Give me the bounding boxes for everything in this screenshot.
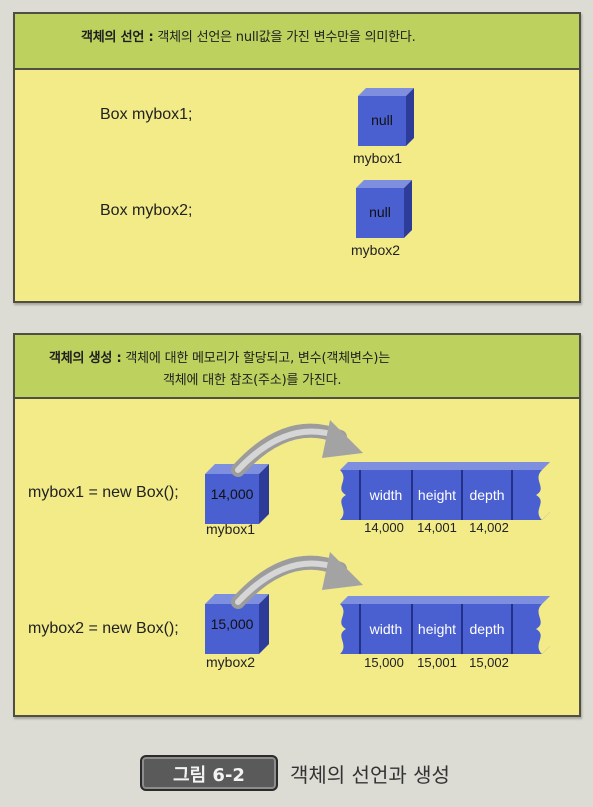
declaration-panel: 객체의 선언 : 객체의 선언은 null값을 가진 변수만을 의미한다. (13, 12, 581, 303)
creation-panel-header: 객체의 생성 : 객체에 대한 메모리가 할당되고, 변수(객체변수)는 객체에… (15, 335, 579, 399)
field-height: height (417, 621, 457, 637)
reference-arrow-1 (231, 420, 363, 477)
field-height: height (417, 487, 457, 503)
cube-value: 15,000 (210, 616, 254, 632)
creation-description-line1: 객체에 대한 메모리가 할당되고, 변수(객체변수)는 (121, 351, 390, 366)
code-line-declare-mybox1: Box mybox1; (100, 106, 193, 123)
cube-shape (205, 594, 269, 654)
declaration-panel-header: 객체의 선언 : 객체의 선언은 null값을 가진 변수만을 의미한다. (15, 14, 579, 70)
figure-label: 그림 6-2 (173, 765, 245, 786)
field-depth: depth (469, 487, 505, 503)
address-2-0: 15,000 (364, 655, 404, 670)
object-fields-1: width height depth (340, 462, 550, 520)
cube-value: 14,000 (210, 486, 254, 502)
declaration-description: 객체의 선언은 null값을 가진 변수만을 의미한다. (153, 30, 416, 45)
declaration-title: 객체의 선언 : (81, 30, 154, 45)
declaration-header-text: 객체의 선언 : 객체의 선언은 null값을 가진 변수만을 의미한다. (81, 26, 416, 45)
variable-cube-mybox2: null (356, 180, 412, 238)
code-line-new-mybox1: mybox1 = new Box(); (28, 484, 179, 501)
variable-name-mybox1-ref: mybox1 (206, 521, 256, 537)
figure-label-box: 그림 6-2 (140, 755, 278, 791)
address-1-0: 14,000 (364, 520, 404, 535)
variable-cube-mybox2-ref: 15,000 (205, 594, 269, 654)
code-line-declare-mybox2: Box mybox2; (100, 202, 193, 219)
cube-shape (358, 88, 414, 146)
cube-shape (356, 180, 412, 238)
variable-name-mybox2-ref: mybox2 (206, 654, 256, 670)
cube-shape (205, 464, 269, 524)
variable-cube-mybox1: null (358, 88, 414, 146)
field-width: width (369, 621, 403, 637)
field-width: width (369, 487, 403, 503)
address-2-2: 15,002 (469, 655, 509, 670)
address-1-2: 14,002 (469, 520, 509, 535)
creation-title: 객체의 생성 : (49, 351, 122, 366)
address-2-1: 15,001 (417, 655, 457, 670)
creation-header-line1: 객체의 생성 : 객체에 대한 메모리가 할당되고, 변수(객체변수)는 (49, 347, 390, 366)
creation-description-line2: 객체에 대한 참조(주소)를 가진다. (163, 373, 342, 388)
cube-value: null (369, 204, 391, 220)
object-fields-2: width height depth (340, 596, 550, 654)
variable-name-mybox2: mybox2 (351, 242, 401, 258)
variable-name-mybox1: mybox1 (353, 150, 403, 166)
address-1-1: 14,001 (417, 520, 457, 535)
variable-cube-mybox1-ref: 14,000 (205, 464, 269, 524)
figure-caption: 객체의 선언과 생성 (290, 763, 450, 787)
field-depth: depth (469, 621, 505, 637)
cube-value: null (371, 112, 393, 128)
code-line-new-mybox2: mybox2 = new Box(); (28, 620, 179, 637)
reference-arrow-2 (231, 552, 363, 609)
